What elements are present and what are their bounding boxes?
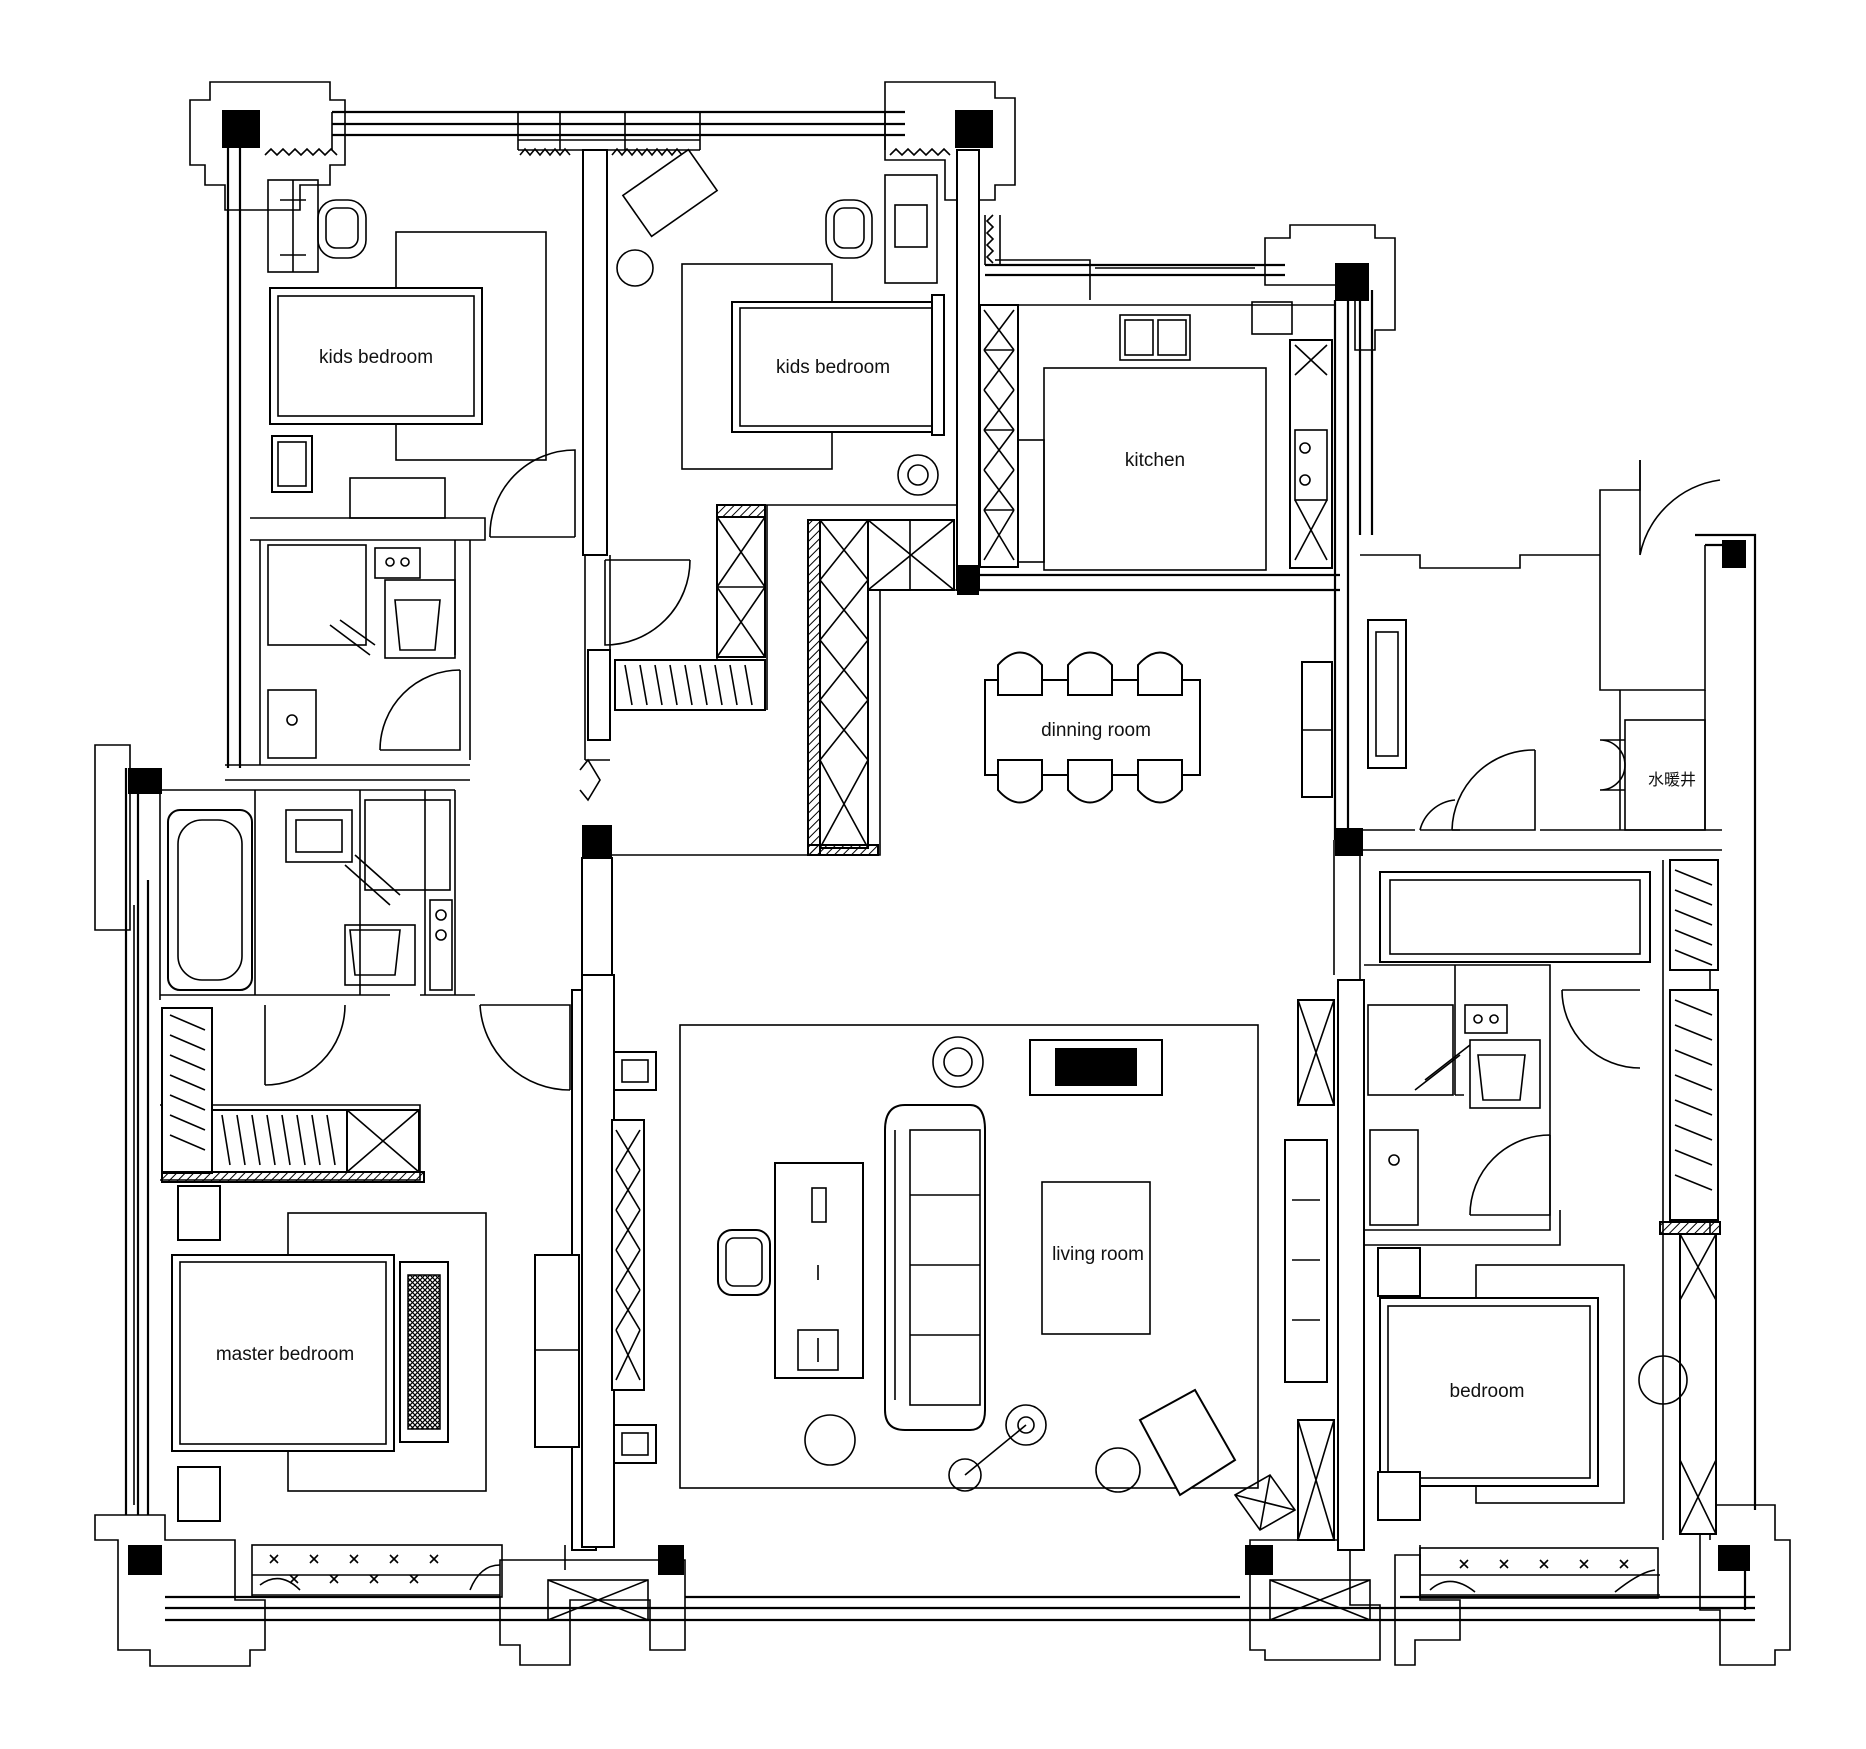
wardrobe-horizontal bbox=[211, 1109, 348, 1173]
windows bbox=[125, 112, 1660, 1596]
kids-bedroom-1: kids bedroom bbox=[267, 179, 547, 519]
living-room: living room bbox=[611, 999, 1335, 1541]
bin bbox=[897, 454, 939, 496]
kids-bedroom-2: kids bedroom bbox=[616, 148, 945, 496]
dining-chairs bbox=[997, 651, 1183, 804]
entry: 水暖井 bbox=[1367, 619, 1706, 831]
utility-shaft bbox=[1624, 719, 1706, 831]
rug-small bbox=[621, 148, 719, 238]
desk bbox=[884, 174, 938, 284]
kitchen: kitchen bbox=[979, 301, 1333, 571]
bed bbox=[171, 1254, 395, 1452]
room-label-master-bedroom: master bedroom bbox=[216, 1344, 354, 1365]
toilet bbox=[1469, 1039, 1541, 1109]
chair bbox=[317, 199, 367, 259]
side-table-left bbox=[804, 1414, 856, 1466]
side-table-right bbox=[1095, 1447, 1141, 1493]
sofa bbox=[884, 1104, 986, 1431]
bed bbox=[731, 301, 941, 433]
bed bbox=[1379, 1297, 1599, 1487]
outer-walls bbox=[124, 110, 1757, 1622]
floor-lamp bbox=[1005, 1404, 1047, 1446]
lounge-chair bbox=[1138, 1388, 1237, 1497]
round-stool bbox=[1638, 1355, 1688, 1405]
desk-counter bbox=[1379, 871, 1651, 963]
bathroom-right bbox=[1367, 1004, 1541, 1226]
corridor-cabinets bbox=[614, 504, 955, 856]
wardrobe-2 bbox=[1669, 989, 1719, 1221]
wardrobe-vertical bbox=[161, 1007, 213, 1174]
shower bbox=[267, 544, 367, 646]
toilet bbox=[344, 924, 416, 986]
room-label-living-room: living room bbox=[1052, 1244, 1144, 1265]
counter-left bbox=[979, 304, 1019, 568]
nightstand-top bbox=[177, 1185, 221, 1241]
sink bbox=[1119, 314, 1191, 361]
room-label-dining-room: dinning room bbox=[1041, 720, 1151, 741]
cooktop bbox=[1294, 429, 1328, 501]
ottoman bbox=[1041, 1181, 1151, 1335]
master-bedroom: master bedroom bbox=[161, 1007, 580, 1522]
towel-rail bbox=[429, 899, 453, 991]
tv-cabinet bbox=[534, 1254, 580, 1448]
nightstand-bottom bbox=[1377, 1471, 1421, 1521]
room-label-bedroom: bedroom bbox=[1450, 1381, 1525, 1402]
bed bbox=[269, 287, 483, 425]
bathroom-lower-left bbox=[167, 799, 453, 991]
basin bbox=[1464, 1004, 1508, 1034]
dresser bbox=[349, 477, 446, 519]
bathtub bbox=[167, 809, 253, 991]
toilet bbox=[384, 579, 456, 659]
vanity bbox=[1369, 1129, 1419, 1226]
tv-console bbox=[611, 1119, 645, 1391]
speaker-top bbox=[613, 1051, 657, 1091]
basin bbox=[285, 809, 353, 863]
armchair bbox=[717, 1229, 771, 1296]
side-table-top bbox=[932, 1036, 984, 1088]
shower bbox=[364, 799, 451, 891]
room-label-kids-bedroom-2: kids bedroom bbox=[776, 357, 890, 378]
window-seat-right bbox=[1419, 1547, 1659, 1599]
nightstand-bottom bbox=[177, 1466, 221, 1522]
bookshelf bbox=[1284, 1139, 1328, 1383]
corner-pilasters bbox=[94, 81, 1791, 1667]
dining-room: dinning room bbox=[984, 651, 1333, 804]
window-unit-bottom bbox=[547, 1579, 1371, 1621]
stool bbox=[616, 249, 654, 287]
window-seat-left bbox=[251, 1544, 503, 1598]
basin bbox=[374, 547, 421, 579]
room-label-utility-shaft: 水暖井 bbox=[1648, 770, 1696, 789]
chair bbox=[825, 199, 873, 259]
speaker-bottom bbox=[613, 1424, 657, 1464]
rug bbox=[679, 1024, 1259, 1489]
appliance bbox=[1251, 301, 1293, 335]
corridor-details bbox=[581, 565, 1363, 976]
nightstand-top bbox=[1377, 1247, 1421, 1297]
room-label-kitchen: kitchen bbox=[1125, 450, 1185, 471]
wardrobe-corridor bbox=[614, 659, 766, 711]
room-label-kids-bedroom-1: kids bedroom bbox=[319, 347, 433, 368]
vanity bbox=[267, 689, 317, 759]
coffee-table bbox=[774, 1162, 864, 1379]
shower bbox=[1367, 1004, 1454, 1096]
wardrobe-1 bbox=[1669, 859, 1719, 971]
entry-bench bbox=[1367, 619, 1407, 769]
bathroom-upper-left bbox=[267, 544, 456, 759]
bedroom-right: bedroom bbox=[1377, 859, 1721, 1535]
curtains bbox=[264, 147, 995, 264]
